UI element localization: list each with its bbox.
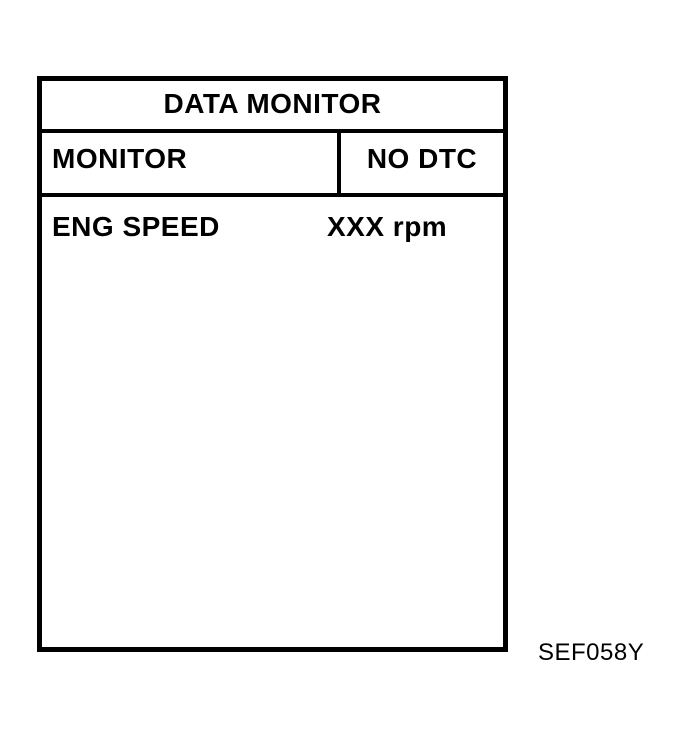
data-monitor-screen: DATA MONITOR MONITOR NO DTC ENG SPEED XX…	[37, 76, 508, 652]
screen-title: DATA MONITOR	[163, 88, 382, 119]
data-row: ENG SPEED XXX rpm	[42, 213, 503, 245]
figure-code: SEF058Y	[538, 639, 645, 666]
data-list: ENG SPEED XXX rpm	[42, 197, 503, 647]
monitor-label-cell: MONITOR	[42, 133, 337, 193]
dtc-status: NO DTC	[366, 143, 478, 174]
screen-title-bar: DATA MONITOR	[42, 81, 503, 133]
monitor-label: MONITOR	[52, 143, 188, 174]
status-bar: MONITOR NO DTC	[42, 133, 503, 197]
parameter-name: ENG SPEED	[52, 211, 220, 242]
parameter-value: XXX rpm	[327, 211, 448, 242]
dtc-status-cell: NO DTC	[337, 133, 503, 193]
